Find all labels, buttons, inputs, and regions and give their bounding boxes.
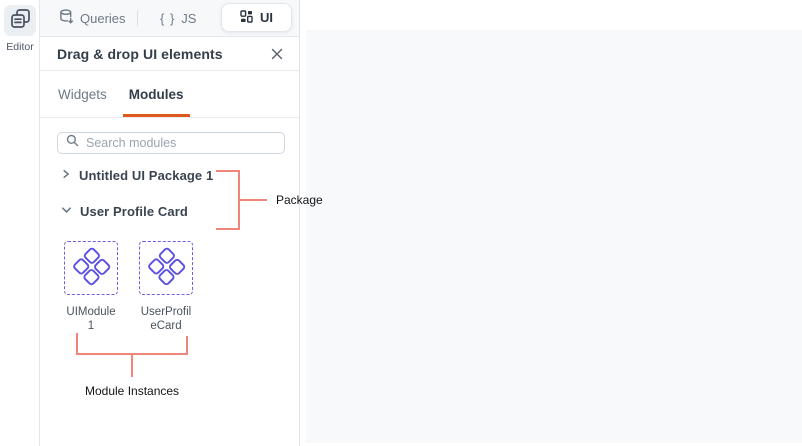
app-canvas[interactable] xyxy=(306,30,802,443)
panel-tab-bar: Widgets Modules xyxy=(40,71,299,118)
annotation-line xyxy=(76,333,78,355)
app-sidebar: Editor xyxy=(0,0,40,446)
search-icon xyxy=(66,134,79,152)
module-diamonds-icon xyxy=(67,242,115,295)
chevron-right-icon xyxy=(61,166,71,184)
package-row-user-profile-card[interactable]: User Profile Card xyxy=(40,200,299,222)
annotation-line xyxy=(76,353,188,355)
editor-nav-label: Editor xyxy=(6,41,34,53)
js-tab-label: JS xyxy=(181,10,197,26)
module-card-userprofilecard[interactable] xyxy=(139,241,193,295)
package-annotation-label: Package xyxy=(276,193,323,207)
ui-elements-panel: Queries { } JS UI Drag & drop UI element… xyxy=(40,0,300,446)
package-row-untitled[interactable]: Untitled UI Package 1 xyxy=(40,164,299,186)
search-modules-box xyxy=(57,132,285,154)
annotation-line xyxy=(186,336,188,355)
editor-segment-bar: Queries { } JS UI xyxy=(40,0,299,37)
package-row-label: User Profile Card xyxy=(80,203,188,219)
database-icon xyxy=(59,8,74,28)
module-name: UIModule 1 xyxy=(66,306,116,332)
tab-widgets-label: Widgets xyxy=(58,86,107,102)
chevron-down-icon xyxy=(61,202,72,220)
close-panel-button[interactable] xyxy=(271,48,283,60)
module-name: UserProfileCard xyxy=(140,306,192,332)
panel-header: Drag & drop UI elements xyxy=(40,37,299,71)
modules-content: Untitled UI Package 1 User Profile Card xyxy=(40,118,299,446)
package-row-label: Untitled UI Package 1 xyxy=(79,167,214,183)
annotation-line xyxy=(216,228,240,230)
tab-modules[interactable]: Modules xyxy=(123,71,190,117)
segment-divider xyxy=(137,10,138,26)
queries-tab[interactable]: Queries xyxy=(59,0,126,36)
close-icon xyxy=(271,48,283,59)
panel-title: Drag & drop UI elements xyxy=(57,45,223,62)
tab-widgets[interactable]: Widgets xyxy=(52,71,113,117)
module-card-uimodule1[interactable] xyxy=(64,241,118,295)
module-diamonds-icon xyxy=(142,242,190,295)
annotation-line xyxy=(238,170,240,230)
layout-grid-icon xyxy=(240,9,253,26)
editor-nav-button[interactable] xyxy=(4,5,36,36)
queries-tab-label: Queries xyxy=(80,10,126,26)
module-instances-annotation-label: Module Instances xyxy=(85,384,180,398)
tab-modules-label: Modules xyxy=(128,86,184,102)
annotation-line xyxy=(131,355,133,377)
search-modules-input[interactable] xyxy=(86,136,271,150)
annotation-line xyxy=(240,199,267,201)
ui-tab-label: UI xyxy=(260,10,273,25)
editor-pages-icon xyxy=(10,8,31,34)
ui-tab-active[interactable]: UI xyxy=(221,3,292,32)
js-tab[interactable]: { } JS xyxy=(160,0,196,36)
annotation-line xyxy=(216,170,240,172)
curly-braces-icon: { } xyxy=(160,10,176,26)
